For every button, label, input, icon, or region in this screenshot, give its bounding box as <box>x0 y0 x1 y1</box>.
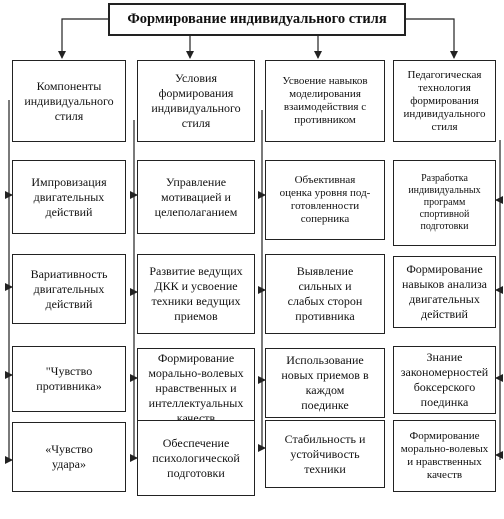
col2-header: Условия формирования индивидуального сти… <box>137 60 255 142</box>
col1-item-3: "Чувство противника» <box>12 346 126 412</box>
col4-header: Педагогическая технология формирования и… <box>393 60 496 142</box>
col1-item-1: Импровизация двигательных действий <box>12 160 126 234</box>
col3-item-1: Объективная оценка уровня под- готовленн… <box>265 160 385 240</box>
col1-item-2: Вариативность двигательных действий <box>12 254 126 324</box>
col3-item-2: Выявление сильных и слабых сторон против… <box>265 254 385 334</box>
col2-item-2: Развитие ведущих ДКК и усвоение техники … <box>137 254 255 334</box>
col3-item-4: Стабильность и устойчивость техники <box>265 420 385 488</box>
col1-item-4: «Чувство удара» <box>12 422 126 492</box>
col4-item-2: Формирование навыков анализа двигательны… <box>393 256 496 328</box>
col2-item-4: Обеспечение психологической подготовки <box>137 420 255 496</box>
col3-header: Усвоение навыков моделирования взаимодей… <box>265 60 385 142</box>
diagram-title: Формирование индивидуального стиля <box>108 3 406 36</box>
col3-item-3: Использование новых приемов в каждом пое… <box>265 348 385 418</box>
col2-item-3: Формирование морально-волевых нравственн… <box>137 348 255 428</box>
title-to-col1-arrow <box>58 18 108 59</box>
col1-header: Компоненты индивидуального стиля <box>12 60 126 142</box>
col4-item-1: Разработка индивидуальных программ спорт… <box>393 160 496 246</box>
col2-item-1: Управление мотивацией и целеполаганием <box>137 160 255 234</box>
col4-item-3: Знание закономерностей боксерского поеди… <box>393 346 496 414</box>
title-to-col4-arrow <box>406 18 458 59</box>
col4-item-4: Формирование морально-волевых и нравстве… <box>393 420 496 492</box>
